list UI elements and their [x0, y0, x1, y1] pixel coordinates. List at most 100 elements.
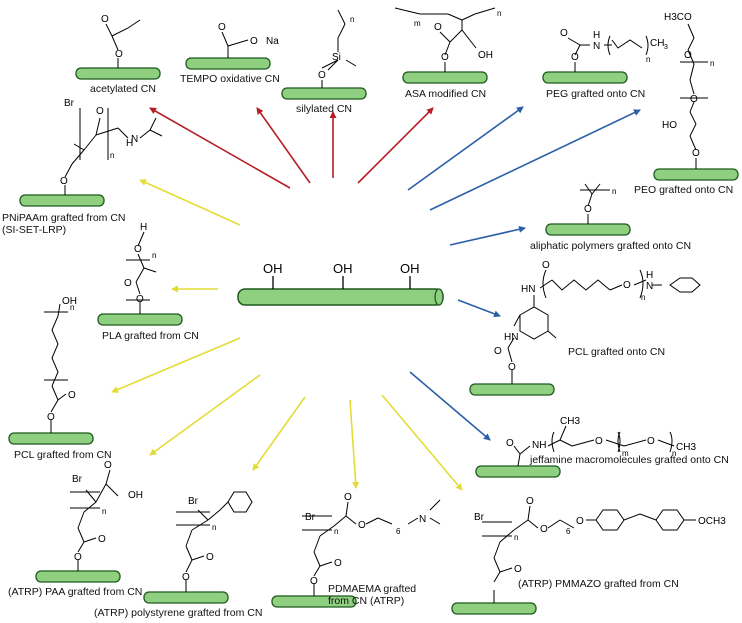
atom: n — [152, 251, 156, 260]
atom: 3 — [664, 44, 668, 51]
label-pdmaema-1: PDMAEMA grafted — [328, 583, 417, 595]
atom: OH — [128, 490, 143, 501]
atom: Br — [72, 474, 83, 485]
label-peo: PEO grafted onto CN — [634, 184, 734, 196]
label-acetylated: acetylated CN — [90, 83, 156, 95]
atom: H — [593, 30, 600, 41]
atom: n — [110, 151, 114, 160]
structure-pcl-onto — [507, 269, 701, 384]
atom: O — [104, 460, 112, 471]
label-asa: ASA modified CN — [405, 88, 487, 100]
atom: O — [96, 106, 104, 117]
arrow-tempo — [256, 107, 311, 184]
label-pcl-from: PCL grafted from CN — [14, 449, 112, 461]
atom: O — [647, 436, 655, 447]
atom: n — [646, 55, 650, 64]
structure-pnipaam — [64, 108, 163, 195]
atom: O — [182, 572, 190, 583]
atom: OCH3 — [698, 516, 726, 527]
atom: O — [60, 176, 68, 187]
rod-pnipaam — [19, 194, 105, 207]
atom: N — [419, 514, 426, 525]
atom: O — [250, 36, 258, 47]
hydroxyl-label: OH — [333, 261, 353, 276]
atom: O — [623, 280, 631, 291]
atom: N — [131, 134, 138, 145]
atom: H — [140, 222, 147, 233]
atom: O — [494, 346, 502, 357]
central-cellulose-rod: OH OH OH — [237, 261, 444, 306]
rod-pcl-from — [8, 432, 94, 445]
chem-structures — [44, 7, 708, 603]
rod-silylated — [281, 87, 367, 100]
arrow-peo — [429, 109, 641, 211]
structure-jeffamine — [513, 425, 675, 467]
hydroxyl-label: OH — [263, 261, 283, 276]
atom: O — [514, 564, 522, 575]
atom: n — [672, 449, 676, 458]
arrow-jeffamine — [409, 371, 491, 441]
rod-tempo — [185, 57, 271, 70]
arrow-pcl-from — [111, 337, 241, 393]
rod-aliphatic — [545, 223, 631, 236]
rod-polystyrene — [143, 591, 229, 604]
arrow-paa — [149, 374, 261, 456]
atom: O — [318, 70, 326, 81]
atom: O — [101, 14, 109, 25]
rod-pla — [97, 313, 183, 326]
rod-peg — [542, 71, 628, 84]
atom: Si — [332, 52, 341, 63]
atom: HN — [504, 332, 518, 343]
atom: O — [542, 260, 550, 271]
arrow-polystyrene — [252, 396, 306, 471]
label-silylated: silylated CN — [296, 103, 353, 115]
arrow-pnipaam — [139, 179, 241, 226]
atom: O — [115, 49, 123, 60]
arrow-asa — [357, 107, 434, 184]
atom: n — [350, 15, 354, 24]
chem-text: O O O O Na Si O n O O OH m n O H N O CH … — [47, 9, 726, 587]
atom: O — [98, 534, 106, 545]
atom: Br — [64, 98, 75, 109]
atom: n — [641, 293, 645, 302]
hydroxyl-label: OH — [400, 261, 420, 276]
arrows — [111, 106, 641, 491]
atom: N — [646, 281, 653, 292]
atom: CH — [650, 38, 664, 49]
atom: n — [710, 59, 714, 68]
atom: 6 — [396, 527, 401, 536]
arrow-aliphatic — [449, 225, 526, 246]
structure-polystyrene — [176, 491, 253, 592]
structure-pla — [126, 231, 157, 314]
atom: O — [584, 204, 592, 215]
structure-paa — [70, 469, 119, 571]
atom: O — [358, 520, 366, 531]
arrow-pdmaema — [349, 399, 360, 489]
atom: CH3 — [676, 442, 696, 453]
atom: O — [576, 516, 584, 527]
atom: O — [692, 148, 700, 159]
structure-asa — [394, 7, 496, 72]
structure-pdmaema — [302, 499, 441, 596]
label-paa: (ATRP) PAA grafted from CN — [8, 586, 143, 598]
atom: n — [212, 523, 216, 532]
arrow-pmmazo — [381, 394, 463, 491]
atom: O — [124, 278, 132, 289]
atom: O — [560, 28, 568, 39]
structure-pmmazo — [482, 505, 696, 603]
atom: O — [74, 552, 82, 563]
atom: OH — [62, 296, 77, 307]
atom: N — [593, 41, 600, 52]
atom: n — [612, 187, 616, 196]
atom: O — [310, 576, 318, 587]
atom: O — [684, 50, 692, 61]
rod-peo — [653, 168, 739, 181]
atom: O — [344, 492, 352, 503]
atom: m — [622, 449, 629, 458]
rod-pcl-onto — [469, 383, 555, 396]
atom: O — [690, 94, 698, 105]
rod-pmmazo — [451, 602, 537, 615]
label-aliphatic: aliphatic polymers grafted onto CN — [530, 240, 692, 252]
label-jeffamine: jeffamine macromolecules grafted onto CN — [530, 454, 729, 466]
